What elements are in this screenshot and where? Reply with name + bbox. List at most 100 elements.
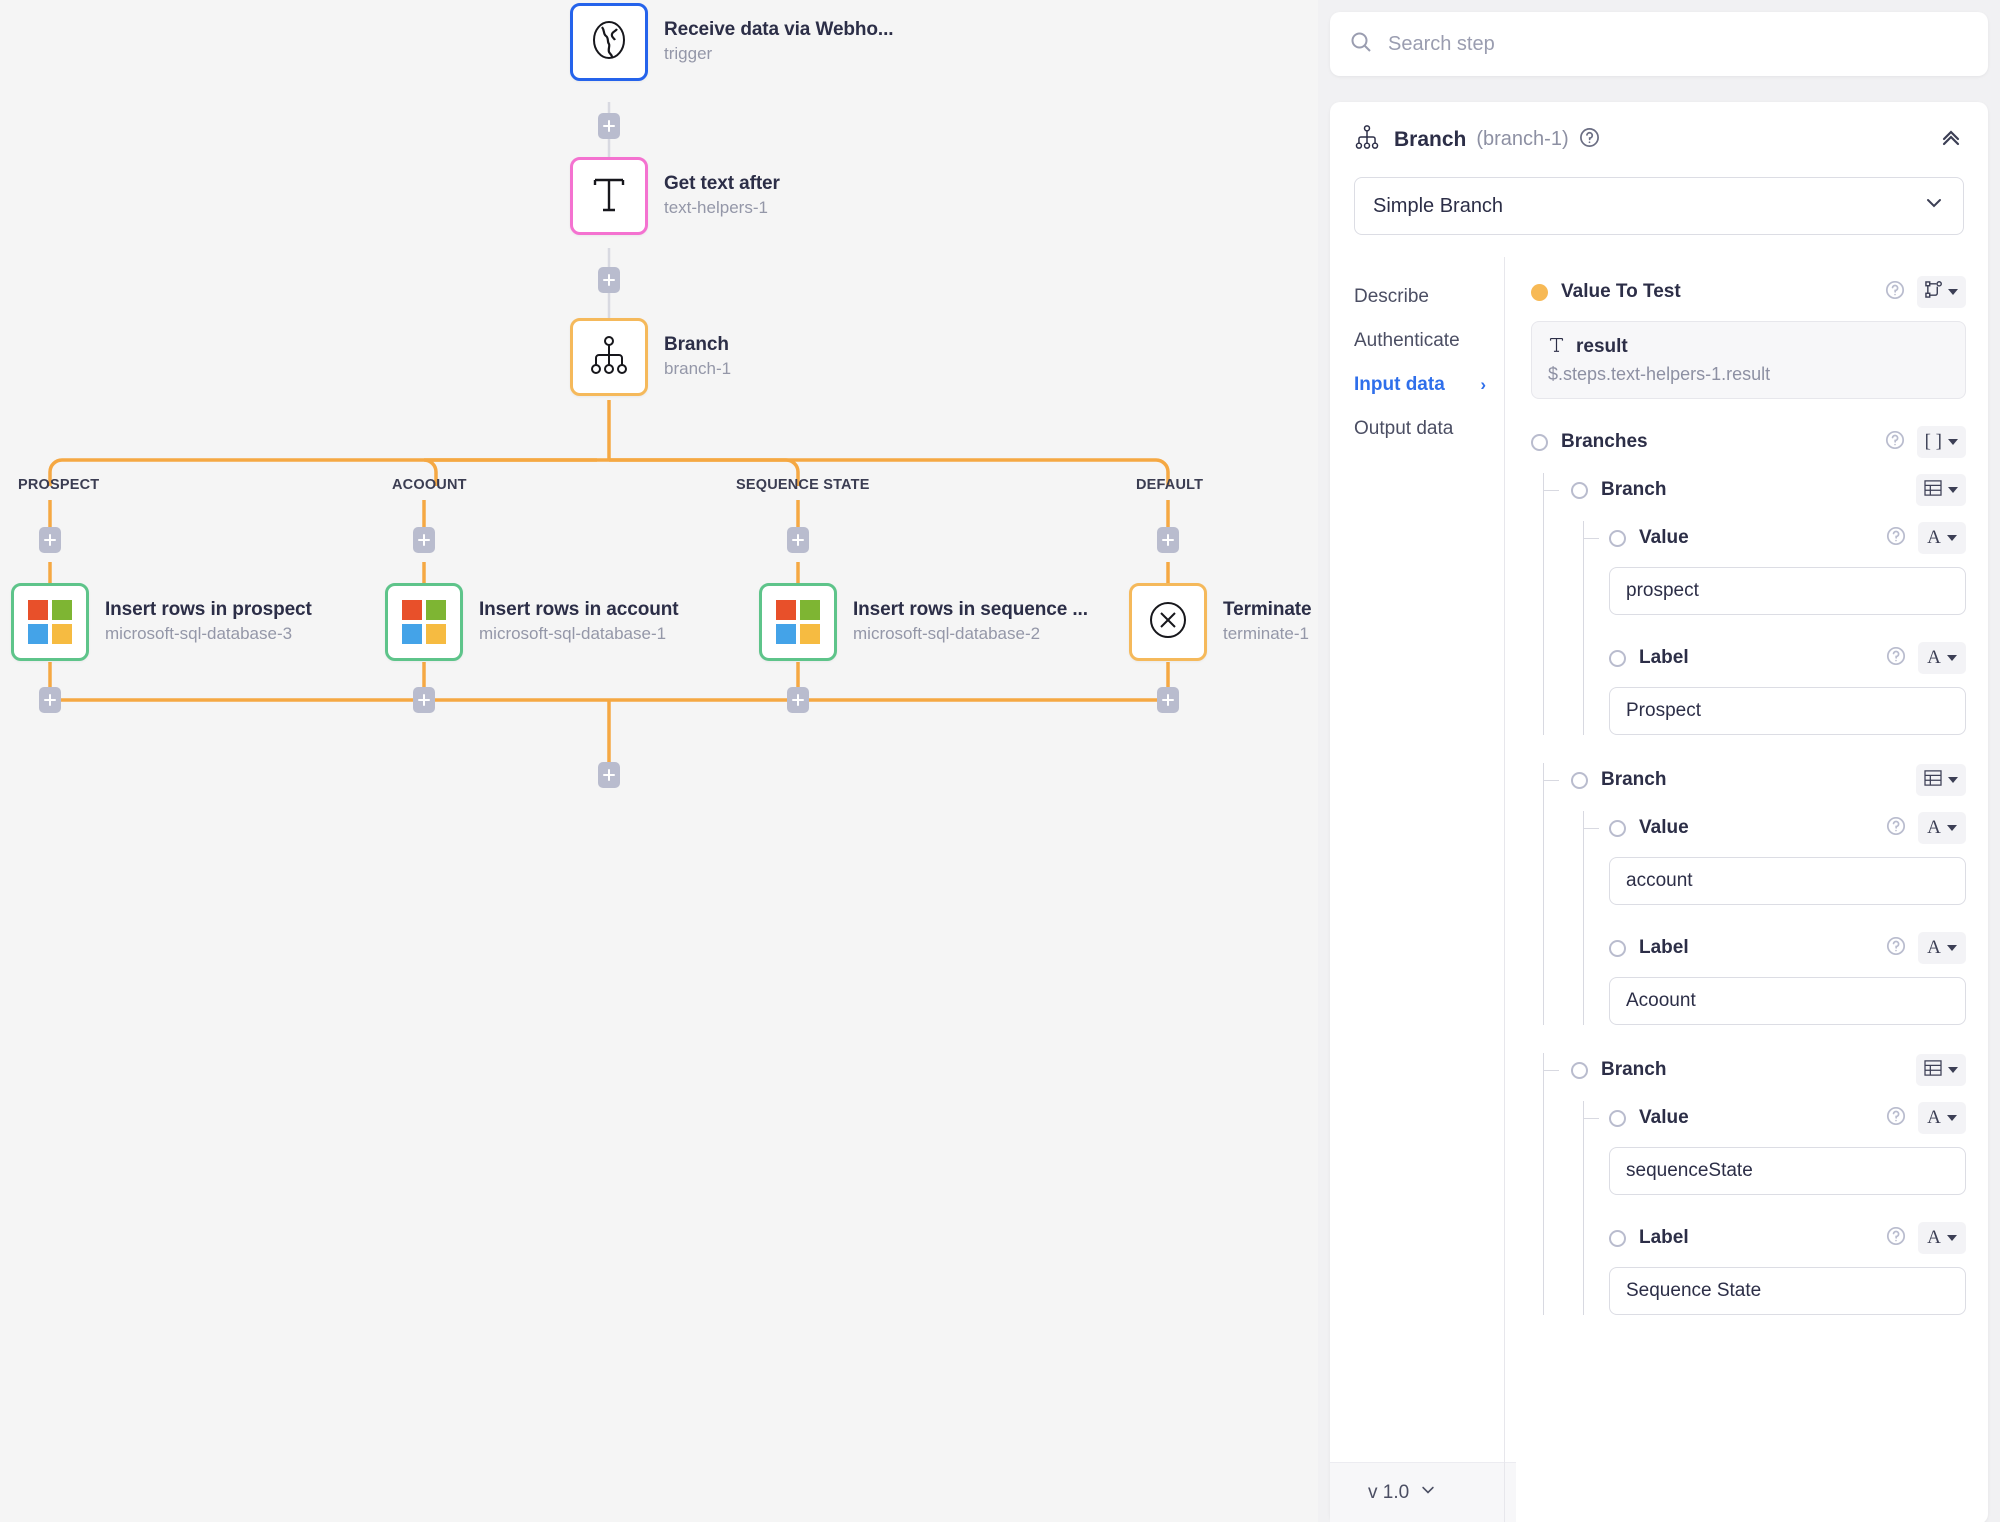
- add-step-button[interactable]: [787, 527, 809, 553]
- optional-dot-icon: [1531, 433, 1548, 451]
- sidebar-item-authenticate[interactable]: Authenticate: [1354, 319, 1504, 363]
- step-sidenav: Describe Authenticate Input data › Outpu…: [1330, 257, 1516, 1522]
- optional-dot-icon: [1609, 529, 1626, 547]
- version-selector[interactable]: v 1.0: [1330, 1462, 1516, 1522]
- branch-value-input[interactable]: [1609, 857, 1966, 905]
- caret-down-icon: [1946, 825, 1957, 831]
- optional-dot-icon: [1609, 819, 1626, 837]
- node-branch[interactable]: Branch branch-1: [570, 318, 731, 396]
- branch-value-input[interactable]: [1609, 567, 1966, 615]
- node-text-helpers[interactable]: Get text after text-helpers-1: [570, 157, 780, 235]
- add-step-button[interactable]: [39, 527, 61, 553]
- node-text: Get text after text-helpers-1: [664, 172, 780, 221]
- node-text: Insert rows in sequence ... microsoft-sq…: [853, 598, 1088, 647]
- page-title: Branch: [1394, 127, 1467, 151]
- field-label: Label: [1639, 647, 1689, 668]
- help-circle-icon[interactable]: [1886, 1106, 1906, 1131]
- optional-dot-icon: [1609, 1229, 1626, 1247]
- text-t-icon: [1548, 335, 1565, 359]
- help-circle-icon[interactable]: [1886, 646, 1906, 671]
- node-title: Branch: [664, 333, 729, 355]
- step-config-panel: Branch (branch-1): [1318, 0, 2000, 1522]
- string-type-button[interactable]: A: [1918, 522, 1966, 554]
- sidebar-item-output-data[interactable]: Output data: [1354, 407, 1504, 451]
- help-circle-icon[interactable]: [1885, 430, 1905, 455]
- token-name: result: [1576, 336, 1628, 357]
- branch-label-input[interactable]: [1609, 977, 1966, 1025]
- node-text: Terminate terminate-1: [1223, 598, 1312, 647]
- branch-item: Branch: [1531, 473, 1966, 735]
- add-step-button[interactable]: [1157, 527, 1179, 553]
- step-card: Branch (branch-1): [1330, 102, 1988, 1522]
- node-subtitle: trigger: [664, 44, 713, 64]
- object-type-button[interactable]: [1916, 764, 1966, 796]
- string-type-button[interactable]: A: [1918, 812, 1966, 844]
- step-header: Branch (branch-1): [1330, 102, 1988, 235]
- help-circle-icon[interactable]: [1886, 936, 1906, 961]
- sidebar-item-input-data[interactable]: Input data ›: [1354, 363, 1504, 407]
- add-step-button[interactable]: [598, 113, 620, 139]
- sidebar-item-describe[interactable]: Describe: [1354, 275, 1504, 319]
- node-text: Branch branch-1: [664, 333, 731, 382]
- node-insert-rows-prospect[interactable]: Insert rows in prospect microsoft-sql-da…: [11, 583, 312, 661]
- object-type-button[interactable]: [1916, 1054, 1966, 1086]
- node-subtitle: microsoft-sql-database-2: [853, 624, 1041, 644]
- globe-icon: [586, 17, 632, 68]
- token-path: $.steps.text-helpers-1.result: [1548, 364, 1771, 384]
- add-step-button[interactable]: [1157, 687, 1179, 713]
- string-type-label: A: [1927, 817, 1941, 838]
- value-to-test-token[interactable]: result $.steps.text-helpers-1.result: [1531, 321, 1966, 399]
- microsoft-logo-icon: [776, 600, 820, 644]
- microsoft-logo-icon: [402, 600, 446, 644]
- branch-type-select[interactable]: Simple Branch: [1354, 177, 1964, 235]
- field-branches: Branches [ ]: [1531, 425, 1966, 459]
- branch-fields: Value A: [1571, 811, 1966, 1025]
- node-text: Receive data via Webho... trigger: [664, 18, 894, 67]
- node-subtitle: microsoft-sql-database-3: [105, 624, 293, 644]
- collapse-panel-button[interactable]: [1938, 124, 1964, 155]
- help-circle-icon[interactable]: [1886, 526, 1906, 551]
- string-type-label: A: [1927, 937, 1941, 958]
- add-step-button[interactable]: [413, 527, 435, 553]
- add-step-button[interactable]: [39, 687, 61, 713]
- node-subtitle: branch-1: [664, 359, 732, 379]
- value-type-button[interactable]: [1917, 276, 1966, 308]
- string-type-button[interactable]: A: [1918, 1222, 1966, 1254]
- add-step-button[interactable]: [787, 687, 809, 713]
- object-type-button[interactable]: [1916, 474, 1966, 506]
- string-type-button[interactable]: A: [1918, 932, 1966, 964]
- search-bar[interactable]: [1330, 12, 1988, 76]
- optional-dot-icon: [1609, 1109, 1626, 1127]
- branch-label-input[interactable]: [1609, 1267, 1966, 1315]
- node-insert-rows-sequence[interactable]: Insert rows in sequence ... microsoft-sq…: [759, 583, 1088, 661]
- node-insert-rows-account[interactable]: Insert rows in account microsoft-sql-dat…: [385, 583, 679, 661]
- branch-label-input[interactable]: [1609, 687, 1966, 735]
- node-terminate[interactable]: Terminate terminate-1: [1129, 583, 1312, 661]
- string-type-button[interactable]: A: [1918, 1102, 1966, 1134]
- node-trigger[interactable]: Receive data via Webho... trigger: [570, 3, 894, 81]
- caret-down-icon: [1946, 1115, 1957, 1121]
- string-type-button[interactable]: A: [1918, 642, 1966, 674]
- branch-label: Branch: [1601, 479, 1667, 500]
- help-circle-icon[interactable]: [1886, 1226, 1906, 1251]
- help-circle-icon[interactable]: [1886, 816, 1906, 841]
- step-id: (branch-1): [1476, 128, 1569, 150]
- add-step-button[interactable]: [413, 687, 435, 713]
- add-step-button[interactable]: [598, 762, 620, 788]
- array-type-button[interactable]: [ ]: [1916, 426, 1966, 458]
- field-label: Branches: [1561, 431, 1648, 452]
- help-circle-icon[interactable]: [1579, 127, 1600, 153]
- add-step-button[interactable]: [598, 267, 620, 293]
- workflow-canvas[interactable]: Receive data via Webho... trigger Get te…: [0, 0, 1318, 1522]
- chevron-right-icon: ›: [1480, 375, 1486, 394]
- branch-value-input[interactable]: [1609, 1147, 1966, 1195]
- search-input[interactable]: [1388, 32, 1968, 56]
- branch-fields: Value A: [1571, 521, 1966, 735]
- edge-label-default: DEFAULT: [1136, 477, 1204, 493]
- branch-tree-icon: [1354, 124, 1380, 155]
- help-circle-icon[interactable]: [1885, 280, 1905, 305]
- node-icon-box: [11, 583, 89, 661]
- caret-down-icon: [1946, 945, 1957, 951]
- edge-label-prospect: PROSPECT: [18, 477, 100, 493]
- table-icon: [1924, 769, 1942, 791]
